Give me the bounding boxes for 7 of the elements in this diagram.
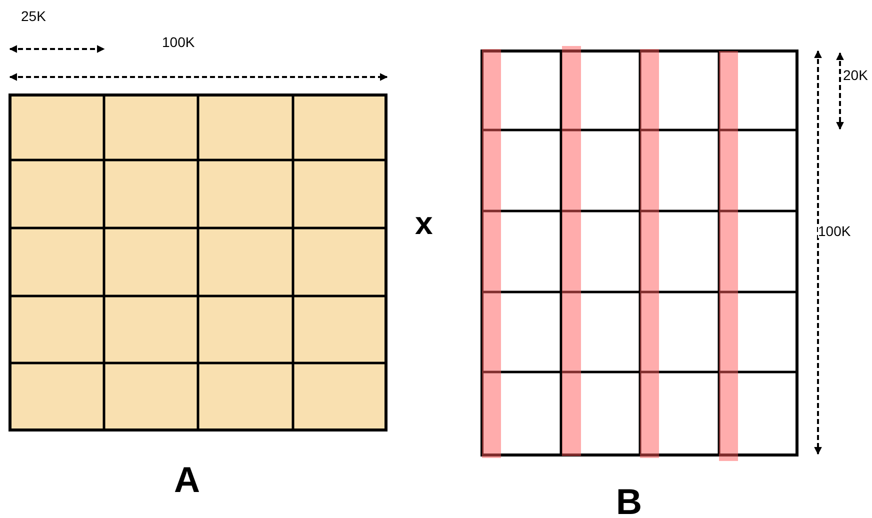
matrix-label: B	[616, 484, 642, 518]
matrix-label: A	[174, 462, 200, 498]
dimension-label: 100K	[162, 35, 195, 49]
multiply-sign: x	[415, 207, 433, 239]
dimension-label: 20K	[843, 68, 868, 82]
dimension-label: 25K	[21, 9, 46, 23]
dimension-label: 100K	[818, 224, 851, 238]
